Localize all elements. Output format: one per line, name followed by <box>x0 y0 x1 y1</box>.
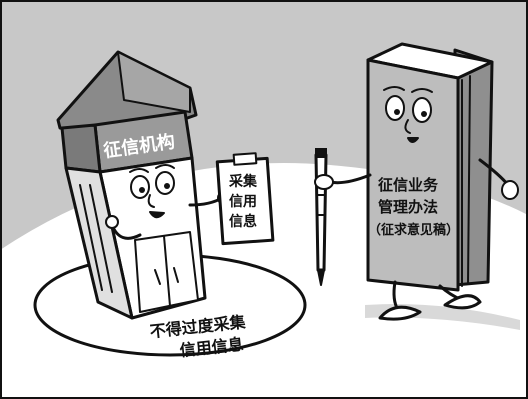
book-cover <box>366 58 460 292</box>
agency-right-eye <box>155 171 175 195</box>
pen-body <box>314 153 328 272</box>
clipboard-line-2: 信用 <box>229 193 257 210</box>
book-mouth <box>407 137 419 143</box>
book-left-eye <box>385 95 405 121</box>
regulation-book-character: 征信业务 管理办法 （征求意见稿） <box>314 42 519 321</box>
clipboard-clip <box>232 152 258 166</box>
agency-mouth <box>149 211 165 219</box>
agency-left-eye <box>130 175 150 199</box>
pen <box>314 148 328 286</box>
book-spine <box>453 48 494 287</box>
pen-tip <box>317 269 325 286</box>
credit-agency-character: 征信机构 <box>56 50 231 320</box>
clipboard-line-3: 信息 <box>229 213 257 230</box>
clipboard-line-1: 采集 <box>228 173 258 190</box>
book-title-line-3: （征求意见稿） <box>368 222 459 238</box>
book-right-eye <box>412 97 432 123</box>
book-title-line-1: 征信业务 <box>378 176 439 194</box>
agency-sign-side <box>60 123 102 174</box>
book-right-foot <box>443 294 482 310</box>
agency-body-side <box>64 166 134 320</box>
agency-roof-front <box>117 51 191 113</box>
book-title-line-2: 管理办法 <box>378 198 438 216</box>
clipboard: 采集 信用 信息 <box>215 152 275 246</box>
book-left-foot <box>378 305 422 321</box>
